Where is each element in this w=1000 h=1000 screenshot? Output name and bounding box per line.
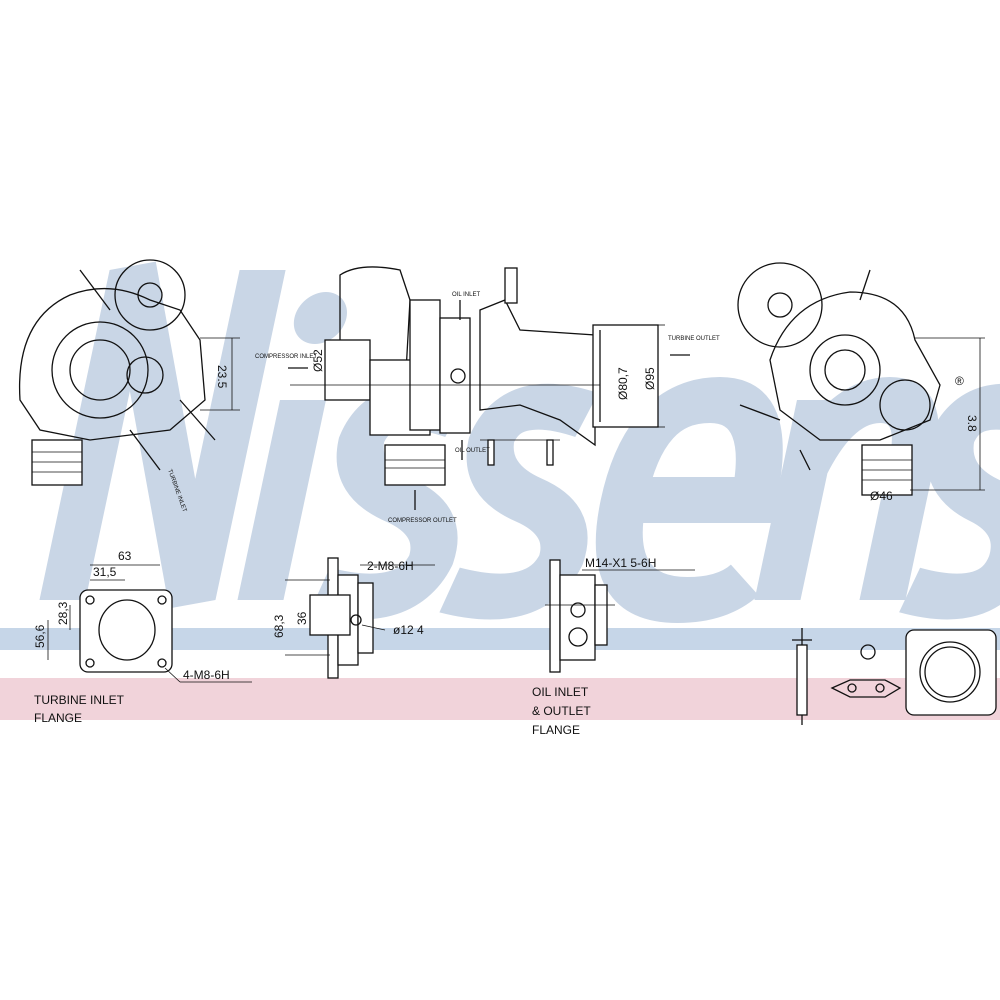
left-view: 23.5 TURBINE INLET <box>18 259 240 513</box>
right-view: 3.8 Ø46 <box>737 262 985 503</box>
accessories <box>792 628 997 725</box>
turbine-inlet-flange: 63 31,5 28,3 56,6 4-M8-6H TURBINE INLET … <box>33 549 252 725</box>
right-dim-label: 3.8 <box>965 415 979 432</box>
oil-outlet-label: OIL OUTLET <box>455 448 490 454</box>
h56-label: 56,6 <box>33 624 47 648</box>
h36-label: 36 <box>295 611 309 625</box>
d46-label: Ø46 <box>870 489 893 503</box>
w63-label: 63 <box>118 549 132 563</box>
flange-title-2: FLANGE <box>34 711 82 725</box>
bolts-label: 4-M8-6H <box>183 668 230 682</box>
flange-title-1: TURBINE INLET <box>34 693 125 707</box>
w31-label: 31,5 <box>93 565 117 579</box>
pink-stripe <box>0 678 1000 720</box>
oil-title-1: OIL INLET <box>532 685 589 699</box>
d12-label: ø12 4 <box>393 623 424 637</box>
oil-flange-side: 2-M8-6H 68,3 36 ø12 4 <box>272 557 435 679</box>
side-view: COMPRESSOR INLET Ø52 OIL INLET OIL OUTLE… <box>255 266 720 524</box>
oil-bolts-label: 2-M8-6H <box>367 559 414 573</box>
left-dim-label: 23.5 <box>215 365 229 389</box>
turbine-outlet-label: TURBINE OUTLET <box>668 336 720 342</box>
d80-label: Ø80,7 <box>616 367 630 400</box>
oil-title-3: FLANGE <box>532 723 580 737</box>
h28-label: 28,3 <box>56 601 70 625</box>
nissens-watermark <box>39 261 1000 624</box>
d52-label: Ø52 <box>311 349 325 372</box>
registered-mark: ® <box>955 374 964 388</box>
blue-stripe <box>0 628 1000 650</box>
h68-label: 68,3 <box>272 614 286 638</box>
compressor-outlet-label: COMPRESSOR OUTLET <box>388 518 457 524</box>
oil-title-2: & OUTLET <box>532 704 591 718</box>
thread-label: M14-X1 5-6H <box>585 556 656 570</box>
compressor-inlet-label: COMPRESSOR INLET <box>255 354 317 360</box>
oil-inlet-label: OIL INLET <box>452 292 480 298</box>
oil-flange-front: M14-X1 5-6H OIL INLET & OUTLET FLANGE <box>532 556 695 737</box>
d95-label: Ø95 <box>643 367 657 390</box>
